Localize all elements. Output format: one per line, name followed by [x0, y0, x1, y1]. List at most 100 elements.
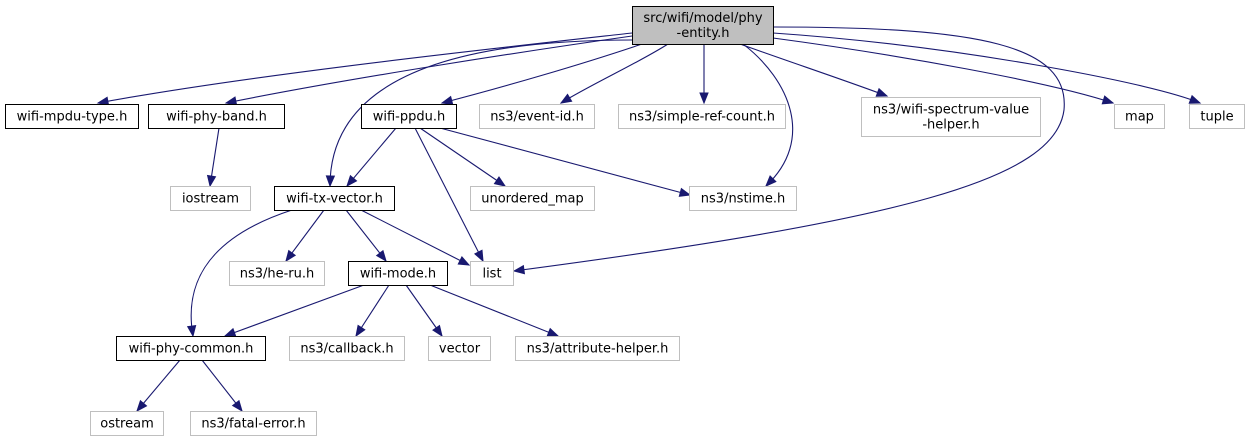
node-wifi-ppdu[interactable]: wifi-ppdu.h — [361, 104, 457, 129]
node-box — [632, 6, 774, 45]
node-vector: vector — [428, 336, 491, 361]
node-label: ns3/fatal-error.h — [201, 417, 305, 432]
edge-line — [97, 32, 633, 104]
node-box — [470, 261, 514, 286]
edge-line — [225, 35, 633, 104]
node-wifi-phy-band[interactable]: wifi-phy-band.h — [148, 104, 285, 129]
node-label: -helper.h — [922, 118, 979, 133]
node-wifi-spectrum-value-helper: ns3/wifi-spectrum-value-helper.h — [861, 97, 1041, 137]
edge-wifi-ppdu-to-wifi-tx-vector — [346, 127, 397, 188]
node-wifi-mode[interactable]: wifi-mode.h — [348, 261, 448, 286]
arrowhead-icon — [546, 327, 560, 337]
node-box — [470, 186, 595, 211]
arrowhead-icon — [474, 249, 484, 263]
node-label: wifi-tx-vector.h — [286, 192, 383, 207]
edge-line — [772, 37, 1114, 104]
edge-wifi-tx-vector-to-list — [360, 209, 471, 266]
arrowhead-icon — [355, 324, 366, 338]
edge-line — [414, 127, 484, 262]
node-box — [170, 186, 251, 211]
node-root: src/wifi/model/phy-entity.h — [632, 6, 774, 45]
arrowhead-icon — [1188, 94, 1202, 104]
edge-wifi-mode-to-vector — [405, 284, 443, 338]
node-box — [274, 186, 395, 211]
node-label: wifi-phy-band.h — [166, 110, 267, 125]
arrowhead-icon — [224, 96, 238, 106]
edge-wifi-mode-to-attribute-helper — [429, 284, 560, 337]
node-wifi-tx-vector[interactable]: wifi-tx-vector.h — [274, 186, 395, 211]
arrowhead-icon — [231, 399, 243, 413]
arrowhead-icon — [440, 95, 454, 105]
node-wifi-phy-common[interactable]: wifi-phy-common.h — [116, 336, 266, 361]
node-box — [348, 261, 448, 286]
edge-wifi-mode-to-callback — [355, 284, 390, 338]
edge-line — [346, 127, 397, 187]
edge-wifi-phy-common-to-fatal-error — [201, 359, 243, 413]
node-nstime: ns3/nstime.h — [689, 186, 797, 211]
node-label: wifi-phy-common.h — [129, 342, 254, 357]
arrowhead-icon — [559, 93, 573, 104]
edge-wifi-phy-common-to-ostream — [136, 359, 181, 413]
arrowhead-icon — [457, 256, 471, 266]
node-label: ns3/he-ru.h — [240, 267, 315, 282]
edge-line — [419, 127, 506, 187]
node-label: vector — [439, 342, 481, 357]
edge-root-to-map — [772, 37, 1115, 105]
node-list: list — [470, 261, 514, 286]
edge-line — [329, 39, 633, 187]
node-box — [229, 261, 325, 286]
node-ostream: ostream — [90, 411, 164, 436]
edge-line — [285, 209, 325, 262]
edge-line — [136, 359, 181, 412]
node-box — [190, 411, 317, 436]
edge-root-to-wifi-mpdu-type — [96, 32, 633, 106]
node-label: ns3/nstime.h — [701, 192, 785, 207]
edge-wifi-mode-to-wifi-phy-common — [223, 284, 365, 337]
arrowhead-icon — [678, 187, 692, 197]
edge-line — [439, 127, 691, 196]
arrowhead-icon — [765, 175, 777, 187]
node-label: map — [1125, 110, 1154, 125]
arrowhead-icon — [346, 174, 358, 188]
edge-wifi-phy-band-to-iostream — [206, 127, 220, 188]
arrowhead-icon — [136, 399, 148, 413]
edge-root-to-wifi-tx-vector — [325, 39, 633, 188]
arrowhead-icon — [375, 249, 387, 263]
edge-line — [513, 26, 1065, 272]
node-he-ru: ns3/he-ru.h — [229, 261, 325, 286]
node-label: ns3/callback.h — [300, 342, 393, 357]
node-label: tuple — [1200, 110, 1233, 125]
arrowhead-icon — [1101, 95, 1115, 105]
node-label: ns3/event-id.h — [490, 110, 584, 125]
node-box — [515, 336, 680, 361]
node-box — [116, 336, 266, 361]
node-map: map — [1114, 104, 1165, 129]
node-wifi-mpdu-type[interactable]: wifi-mpdu-type.h — [5, 104, 139, 129]
edge-line — [429, 284, 559, 337]
edge-root-to-event-id — [559, 43, 669, 104]
node-fatal-error: ns3/fatal-error.h — [190, 411, 317, 436]
edge-root-to-wifi-spectrum-value-helper — [739, 43, 889, 97]
arrowhead-icon — [875, 87, 889, 97]
node-tuple: tuple — [1189, 104, 1245, 129]
node-box — [479, 104, 595, 129]
node-box — [428, 336, 491, 361]
node-attribute-helper: ns3/attribute-helper.h — [515, 336, 680, 361]
node-box — [148, 104, 285, 129]
edge-root-to-wifi-phy-band — [224, 35, 633, 106]
edge-wifi-tx-vector-to-he-ru — [285, 209, 325, 263]
arrowhead-icon — [432, 324, 443, 338]
node-box — [861, 97, 1041, 137]
edge-line — [742, 43, 794, 187]
arrowhead-icon — [206, 174, 217, 188]
node-unordered_map: unordered_map — [470, 186, 595, 211]
node-event-id: ns3/event-id.h — [479, 104, 595, 129]
node-label: unordered_map — [481, 192, 584, 207]
edge-line — [360, 209, 470, 266]
arrowhead-icon — [325, 175, 336, 188]
node-box — [1114, 104, 1165, 129]
edge-root-to-nstime — [742, 43, 794, 187]
arrowhead-icon — [186, 324, 197, 338]
node-box — [618, 104, 786, 129]
